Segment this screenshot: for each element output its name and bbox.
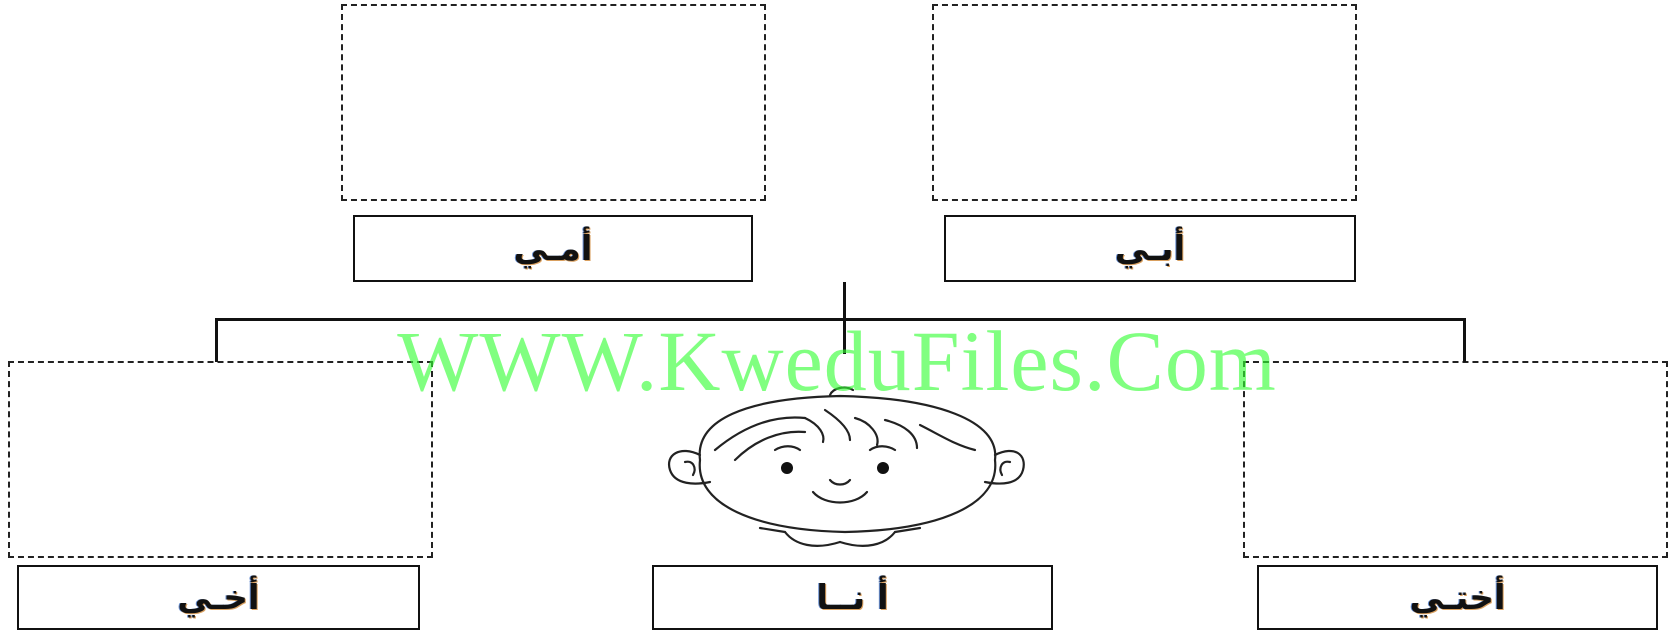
brother-photo-box[interactable] <box>8 361 433 558</box>
tree-connector-right-drop <box>1463 318 1466 362</box>
sister-label: أختـي <box>1409 577 1506 618</box>
tree-connector-left-drop <box>215 318 218 362</box>
father-label-box: أبـي <box>944 215 1356 282</box>
father-photo-box[interactable] <box>932 4 1357 201</box>
me-label: أ نــا <box>816 577 889 618</box>
father-label: أبـي <box>1114 228 1186 269</box>
boy-face-icon <box>667 386 1025 547</box>
brother-label: أخـي <box>177 577 260 618</box>
mother-photo-box[interactable] <box>341 4 766 201</box>
tree-connector-horizontal <box>215 318 1466 321</box>
sister-photo-box[interactable] <box>1243 361 1668 558</box>
me-label-box: أ نــا <box>652 565 1053 630</box>
mother-label-box: أمـي <box>353 215 753 282</box>
mother-label: أمـي <box>513 228 593 269</box>
sister-label-box: أختـي <box>1257 565 1658 630</box>
brother-label-box: أخـي <box>17 565 420 630</box>
